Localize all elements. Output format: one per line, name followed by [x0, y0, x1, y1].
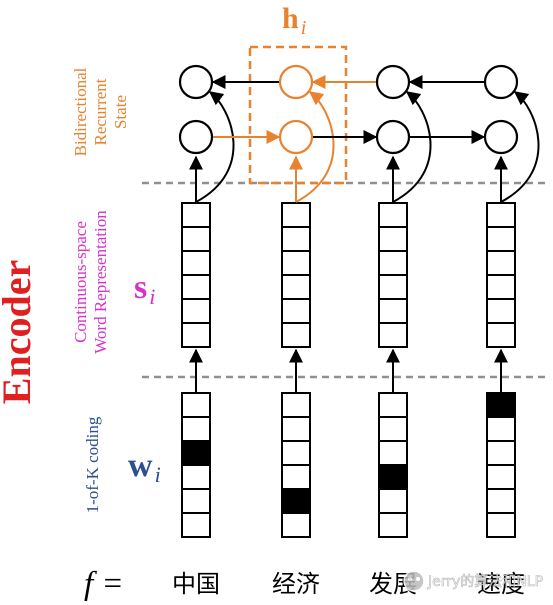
onehot-cell: [486, 512, 516, 538]
onehot-cell: [281, 440, 311, 466]
embedding-to-backward-arrow: [392, 91, 432, 203]
embedding-cell: [281, 250, 311, 276]
forward-state-node: [178, 119, 214, 155]
state-label-line-2: Recurrent: [91, 78, 110, 145]
onehot-cell: [486, 440, 516, 466]
word-token: 经济: [272, 570, 320, 598]
onehot-cell-active: [181, 440, 211, 466]
onehot-cell: [181, 392, 211, 418]
encoder-label: Encoder: [0, 260, 39, 404]
onehot-cell: [378, 392, 408, 418]
space-label-line-1: Continuous-space: [71, 221, 90, 343]
onehot-cell: [181, 416, 211, 442]
embedding-to-backward-arrow: [500, 91, 540, 203]
word-token: 速度: [477, 570, 525, 598]
h-highlight-box: [248, 45, 348, 185]
embedding-cell: [281, 202, 311, 228]
forward-state-node: [483, 119, 519, 155]
embedding-cell: [378, 226, 408, 252]
onehot-cell: [181, 512, 211, 538]
onehot-cell: [281, 392, 311, 418]
embedding-cell: [378, 274, 408, 300]
embedding-cell: [281, 274, 311, 300]
onehot-cell: [486, 416, 516, 442]
watermark-logo-eye: [408, 577, 412, 581]
embedding-to-backward-arrow: [295, 91, 335, 203]
onehot-cell: [378, 416, 408, 442]
f-label: f =: [84, 566, 124, 602]
s-label: si: [134, 269, 155, 309]
embedding-cell: [378, 250, 408, 276]
embedding-cell: [378, 298, 408, 324]
backward-state-node: [483, 64, 519, 100]
embedding-cell: [181, 250, 211, 276]
watermark-text: Jerry的算法和NLP: [427, 574, 543, 590]
watermark: Jerry的算法和NLP: [403, 570, 543, 592]
onehot-cell-active: [281, 488, 311, 514]
embedding-cell: [378, 322, 408, 348]
embedding-cell: [486, 226, 516, 252]
onehot-cell-active: [486, 392, 516, 418]
watermark-logo-eye: [416, 577, 420, 581]
space-label-line-2: Word Representation: [91, 210, 110, 354]
forward-state-node: [278, 119, 314, 155]
state-side-label: Bidirectional Recurrent State: [71, 67, 130, 156]
onehot-cell: [181, 488, 211, 514]
backward-state-node: [375, 64, 411, 100]
w-label: wi: [128, 447, 161, 487]
embedding-cell: [486, 274, 516, 300]
embedding-to-backward-arrow: [195, 91, 235, 203]
word-token: 中国: [172, 570, 220, 598]
embedding-cell: [486, 250, 516, 276]
backward-state-node: [178, 64, 214, 100]
embedding-cell: [181, 226, 211, 252]
embedding-cell: [181, 298, 211, 324]
onehot-cell: [486, 488, 516, 514]
embedding-cell: [486, 298, 516, 324]
embedding-cell: [181, 202, 211, 228]
coding-side-label: 1-of-K coding: [83, 416, 102, 513]
watermark-logo-icon: [403, 570, 425, 592]
onehot-cell: [486, 464, 516, 490]
onehot-cell: [281, 512, 311, 538]
onehot-cell: [181, 464, 211, 490]
embedding-cell: [181, 322, 211, 348]
backward-state-node: [278, 64, 314, 100]
forward-state-node: [375, 119, 411, 155]
embedding-cell: [281, 298, 311, 324]
embedding-cell: [378, 202, 408, 228]
onehot-cell: [378, 488, 408, 514]
onehot-cell: [281, 464, 311, 490]
state-label-line-3: State: [111, 95, 130, 129]
embedding-cell: [486, 322, 516, 348]
embedding-cell: [281, 322, 311, 348]
embedding-cell: [486, 202, 516, 228]
onehot-cell-active: [378, 464, 408, 490]
space-side-label: Continuous-space Word Representation: [71, 210, 110, 354]
onehot-cell: [281, 416, 311, 442]
state-label-line-1: Bidirectional: [71, 67, 90, 156]
onehot-cell: [378, 512, 408, 538]
embedding-cell: [181, 274, 211, 300]
onehot-cell: [378, 440, 408, 466]
embedding-cell: [281, 226, 311, 252]
